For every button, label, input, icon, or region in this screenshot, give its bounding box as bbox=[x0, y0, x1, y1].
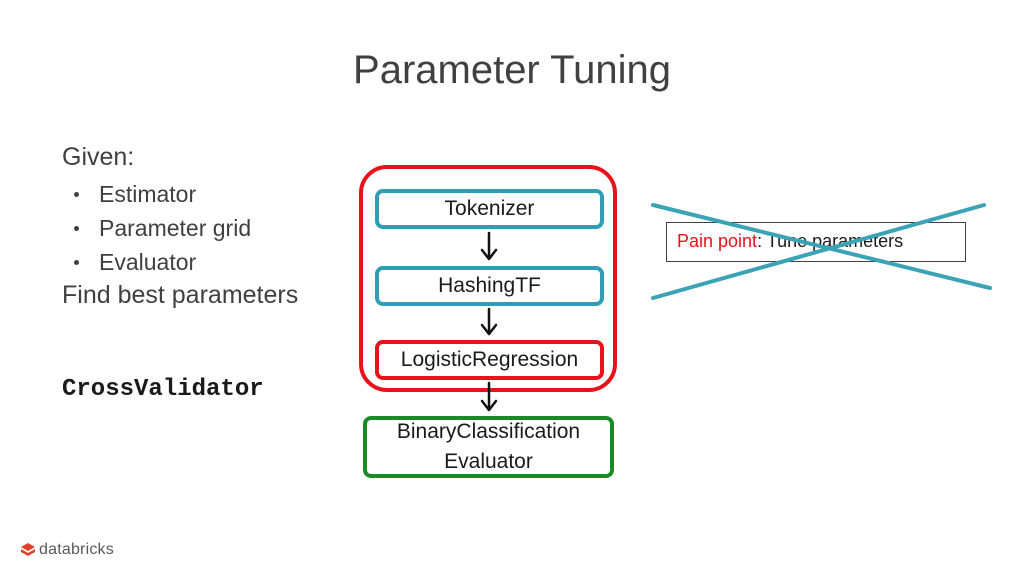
evaluator-node: BinaryClassification Evaluator bbox=[363, 416, 614, 478]
hashingtf-node: HashingTF bbox=[375, 266, 604, 306]
bullet-item: Estimator bbox=[72, 178, 251, 212]
bullet-dot-icon bbox=[74, 226, 79, 231]
hashingtf-label: HashingTF bbox=[438, 274, 541, 297]
logistic-regression-label: LogisticRegression bbox=[400, 348, 579, 371]
cross-out-icon bbox=[651, 203, 992, 300]
databricks-logo: databricks bbox=[20, 541, 114, 559]
bullet-dot-icon bbox=[74, 192, 79, 197]
bullet-text: Estimator bbox=[99, 181, 197, 207]
bullet-text: Parameter grid bbox=[99, 215, 252, 241]
tokenizer-label: Tokenizer bbox=[444, 197, 535, 220]
databricks-logo-icon bbox=[21, 543, 35, 556]
tokenizer-node: Tokenizer bbox=[375, 189, 604, 229]
evaluator-label-line1: BinaryClassification bbox=[396, 420, 581, 443]
bullet-item: Evaluator bbox=[72, 246, 251, 280]
arrow-down-icon bbox=[480, 381, 498, 412]
slide-title: Parameter Tuning bbox=[353, 48, 671, 92]
crossvalidator-code-label: CrossValidator bbox=[62, 376, 264, 403]
given-bullet-list: Estimator Parameter grid Evaluator bbox=[72, 178, 251, 280]
databricks-logo-text: databricks bbox=[39, 541, 114, 558]
logistic-regression-node: LogisticRegression bbox=[375, 340, 604, 380]
pain-point-separator: : bbox=[757, 231, 767, 251]
pain-point-highlight: Pain point bbox=[677, 231, 758, 251]
bullet-item: Parameter grid bbox=[72, 212, 251, 246]
pain-point-box: Pain point: Tune parameters bbox=[666, 222, 966, 262]
arrow-down-icon bbox=[480, 231, 498, 261]
bullet-dot-icon bbox=[74, 260, 79, 265]
arrow-down-icon bbox=[480, 307, 498, 336]
find-best-parameters-label: Find best parameters bbox=[62, 281, 299, 309]
given-label: Given: bbox=[62, 143, 135, 171]
bullet-text: Evaluator bbox=[99, 249, 197, 275]
evaluator-label-line2: Evaluator bbox=[444, 450, 533, 473]
